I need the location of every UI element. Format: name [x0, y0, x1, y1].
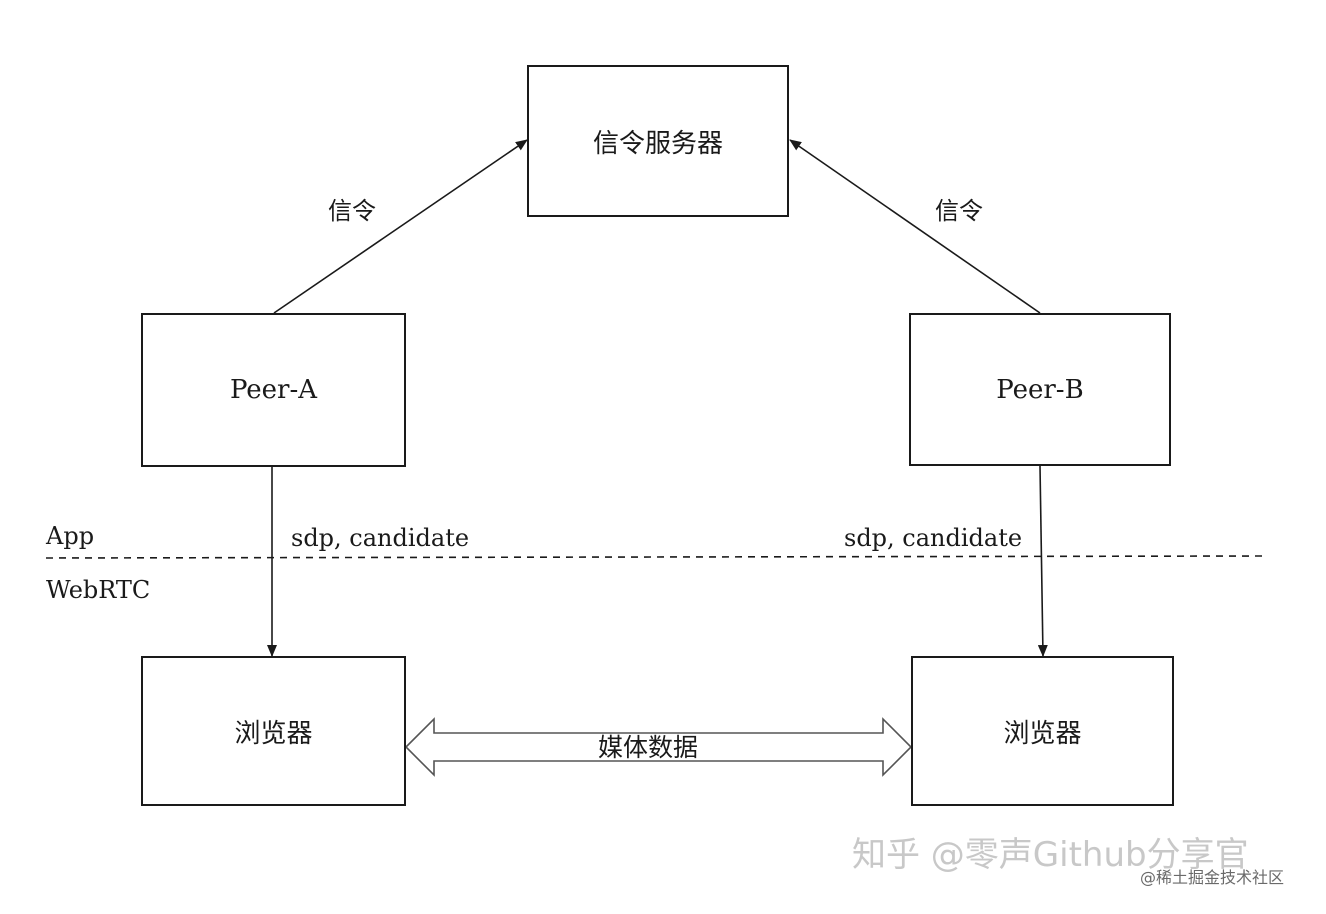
browser-right-label: 浏览器 — [1003, 718, 1082, 749]
arrow-peer-b-to-browser — [1037, 465, 1048, 657]
arrow-peer-a-to-server — [273, 139, 528, 314]
peer-b-label: Peer-B — [996, 374, 1084, 405]
signal-right-label: 信令 — [935, 197, 983, 225]
sdp-right-label: sdp, candidate — [844, 524, 1023, 552]
webrtc-layer-label: WebRTC — [46, 576, 151, 604]
signaling-server-box: 信令服务器 — [527, 65, 789, 217]
arrow-peer-b-to-server — [789, 139, 1041, 314]
media-label: 媒体数据 — [598, 733, 699, 762]
watermark-main: 知乎 @零声Github分享官 — [852, 835, 1249, 875]
browser-right-box: 浏览器 — [911, 656, 1174, 806]
sdp-left-label: sdp, candidate — [291, 524, 470, 552]
layer-divider — [45, 555, 1263, 559]
browser-left-box: 浏览器 — [141, 656, 406, 806]
signaling-server-label: 信令服务器 — [592, 128, 723, 159]
browser-left-label: 浏览器 — [234, 718, 313, 749]
peer-a-box: Peer-A — [141, 313, 406, 467]
peer-b-box: Peer-B — [909, 313, 1171, 466]
watermark-sub: @稀土掘金技术社区 — [1140, 868, 1285, 887]
peer-a-label: Peer-A — [229, 375, 318, 405]
signal-left-label: 信令 — [328, 197, 376, 225]
app-layer-label: App — [46, 522, 95, 550]
